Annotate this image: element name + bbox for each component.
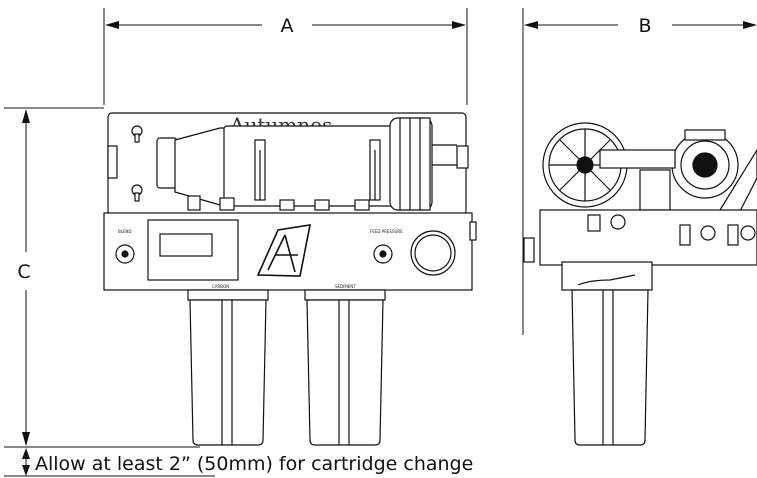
left-bracket — [107, 145, 118, 179]
side-knob-icon — [700, 225, 716, 241]
keyhole-mount-icon — [131, 125, 143, 143]
gauge-left-label: BLEND — [118, 229, 132, 234]
pressure-knob-center — [379, 250, 387, 258]
fitting — [279, 199, 295, 211]
side-port — [727, 224, 739, 246]
side-port — [587, 214, 601, 232]
filter-housing-left — [187, 289, 269, 446]
dimension-b-arrow-left — [524, 21, 538, 29]
dimension-a-arrow-left — [105, 21, 119, 29]
fitting — [354, 199, 370, 211]
valve-wheel-icon — [542, 122, 628, 208]
side-tube — [577, 274, 636, 286]
side-knob-icon — [740, 225, 756, 241]
dimension-c-arrow-top — [22, 109, 30, 123]
membrane-housing — [156, 117, 457, 211]
dimension-b — [522, 8, 757, 335]
clearance-arrow-bottom — [22, 465, 30, 476]
side-cross-bar — [599, 149, 676, 169]
fitting — [187, 195, 201, 211]
side-port — [679, 224, 691, 246]
side-left-knob — [523, 237, 535, 263]
pressure-gauge-inner — [414, 234, 452, 272]
fitting — [314, 199, 330, 211]
side-control-panel — [539, 209, 757, 266]
dimension-c-arrow-bottom — [22, 432, 30, 446]
front-view: Autumnos — [103, 112, 477, 446]
dimension-a — [103, 8, 468, 105]
right-panel-tab — [469, 221, 477, 241]
keyhole-mount-icon — [131, 184, 143, 202]
filter-housing-right — [304, 289, 386, 446]
dimension-c-label: C — [17, 261, 30, 283]
dimension-a-label: A — [281, 15, 294, 37]
side-filter-housing — [571, 289, 649, 446]
filter-left-label: CARBON — [212, 284, 229, 289]
tds-display-screen — [159, 233, 213, 257]
side-filter-cap — [561, 261, 653, 291]
dimension-c — [4, 107, 200, 448]
fitting — [219, 197, 235, 211]
clearance-arrow-top — [22, 448, 30, 459]
cartridge-clearance-note: Allow at least 2” (50mm) for cartridge c… — [35, 453, 473, 475]
dimension-a-arrow-right — [452, 21, 466, 29]
right-bracket — [456, 145, 469, 169]
clearance-dimension — [4, 448, 215, 477]
side-knob-icon — [610, 214, 626, 230]
side-view — [523, 122, 757, 446]
side-valve-body — [639, 169, 671, 211]
filter-right-label: SEDIMENT — [335, 284, 356, 289]
blend-knob-center — [121, 250, 129, 258]
pump-icon — [671, 129, 739, 199]
brand-logo-icon — [256, 224, 312, 277]
dimension-b-label: B — [638, 15, 651, 37]
dimension-b-arrow-right — [743, 21, 757, 29]
gauge-right-label: FEED PRESSURE — [370, 229, 403, 234]
